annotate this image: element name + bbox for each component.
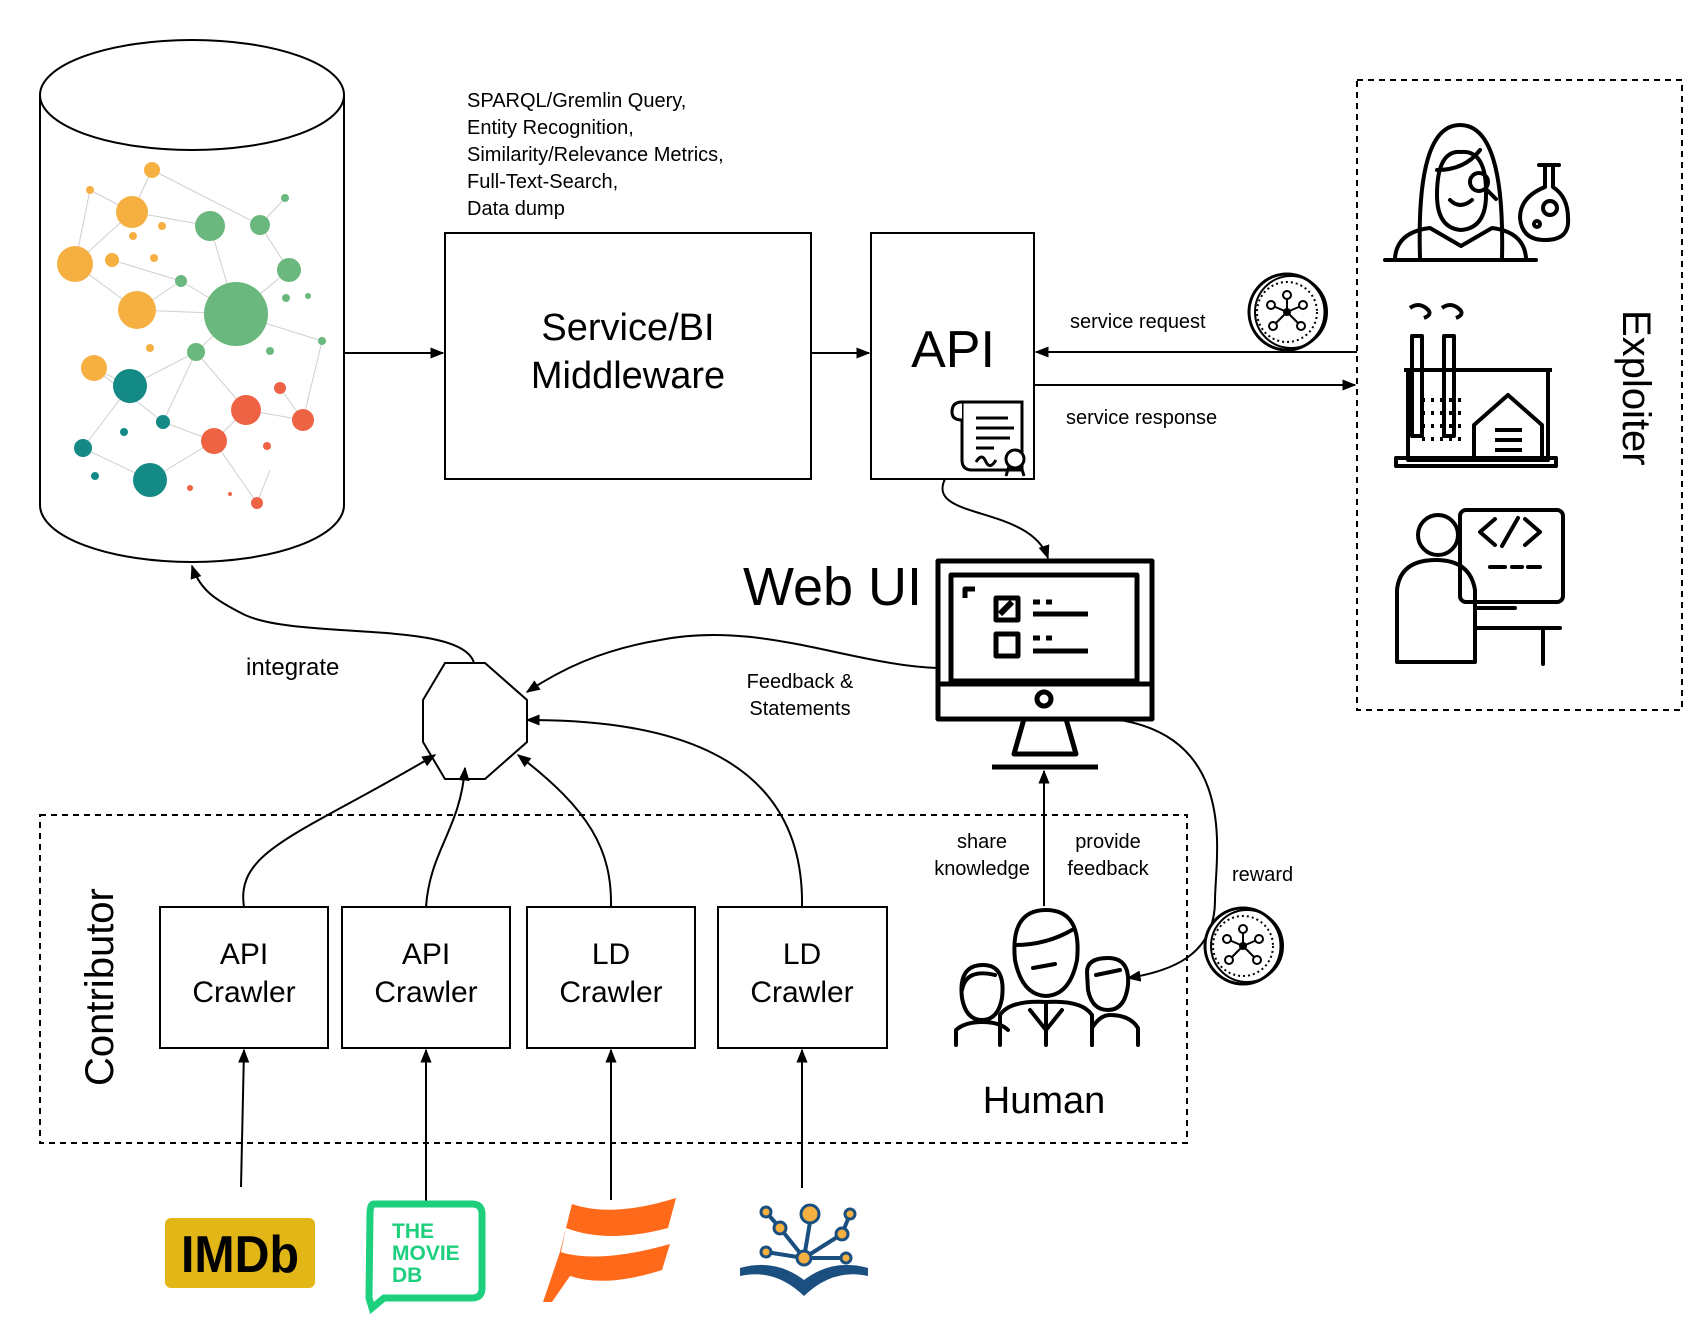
human-label: Human — [983, 1080, 1106, 1122]
svg-text:API: API — [220, 938, 268, 971]
token-coin-icon — [1247, 272, 1329, 352]
exploiter-group: Exploiter — [1356, 79, 1683, 711]
contributor-group: Contributor — [39, 814, 1188, 1144]
svg-text:feedback: feedback — [1067, 858, 1149, 880]
svg-text:Entity Recognition,: Entity Recognition, — [467, 117, 634, 139]
service-response-arrow: service response — [1034, 379, 1357, 429]
web-ui-label: Web UI — [743, 557, 922, 617]
feedback-arrow — [525, 633, 939, 693]
query-capabilities-text: SPARQL/Gremlin Query, Entity Recognition… — [467, 90, 724, 220]
integrate-label: integrate — [246, 654, 339, 681]
svg-text:Contributor: Contributor — [78, 888, 122, 1086]
svg-text:Crawler: Crawler — [750, 976, 853, 1009]
svg-text:service request: service request — [1070, 311, 1206, 333]
svg-text:LD: LD — [783, 938, 821, 971]
svg-text:API: API — [402, 938, 450, 971]
imdb-logo: IMDb — [165, 1218, 315, 1288]
factory-icon — [1394, 303, 1558, 468]
svg-text:API: API — [911, 321, 995, 379]
svg-text:LD: LD — [592, 938, 630, 971]
share-knowledge-label: share knowledge — [934, 831, 1030, 880]
provide-feedback-label: provide feedback — [1067, 831, 1149, 880]
svg-text:Crawler: Crawler — [192, 976, 295, 1009]
people-group-icon — [954, 908, 1140, 1047]
crawler-box-4: LD Crawler — [717, 906, 888, 1049]
svg-text:IMDb: IMDb — [181, 1226, 299, 1284]
reward-label: reward — [1232, 864, 1293, 886]
crawler-box-1: API Crawler — [159, 906, 329, 1049]
svg-text:Feedback &: Feedback & — [747, 671, 854, 693]
scientist-icon — [1383, 123, 1571, 262]
feedback-statements-label: Feedback & Statements — [747, 671, 854, 720]
wikidata-flag-logo — [543, 1198, 676, 1302]
developer-icon — [1395, 508, 1565, 666]
svg-text:Similarity/Relevance Metrics,: Similarity/Relevance Metrics, — [467, 144, 724, 166]
svg-text:Full-Text-Search,: Full-Text-Search, — [467, 171, 618, 193]
svg-text:SPARQL/Gremlin Query,: SPARQL/Gremlin Query, — [467, 90, 686, 112]
svg-text:service response: service response — [1066, 407, 1217, 429]
certificate-icon — [950, 400, 1026, 477]
svg-text:Crawler: Crawler — [374, 976, 477, 1009]
integrate-arrow — [190, 564, 475, 664]
knowledge-graph-database — [39, 39, 345, 563]
crawler-box-3: LD Crawler — [526, 906, 696, 1049]
svg-text:provide: provide — [1075, 831, 1141, 853]
open-library-logo — [740, 1203, 868, 1296]
reward-coin-icon — [1203, 906, 1285, 986]
reward-arrow — [1119, 719, 1219, 982]
svg-text:knowledge: knowledge — [934, 858, 1030, 880]
service-request-arrow: service request — [1034, 311, 1357, 358]
svg-text:Middleware: Middleware — [531, 355, 725, 397]
svg-text:THE: THE — [392, 1220, 434, 1243]
svg-text:MOVIE: MOVIE — [392, 1242, 460, 1265]
integration-hub-octagon — [422, 662, 528, 780]
service-bi-middleware-box: Service/BI Middleware — [444, 232, 812, 480]
svg-text:Data dump: Data dump — [467, 198, 565, 220]
svg-text:DB: DB — [392, 1264, 422, 1287]
svg-text:Service/BI: Service/BI — [541, 307, 714, 349]
tmdb-logo: THE MOVIE DB — [365, 1200, 486, 1315]
svg-text:share: share — [957, 831, 1007, 853]
svg-text:Exploiter: Exploiter — [1614, 310, 1658, 466]
crawler-to-hub-arrows — [242, 714, 804, 908]
crawler-box-2: API Crawler — [341, 906, 511, 1049]
svg-text:Crawler: Crawler — [559, 976, 662, 1009]
svg-text:Statements: Statements — [749, 698, 850, 720]
graph-nodes — [57, 162, 326, 509]
source-to-crawler-arrows — [238, 1048, 808, 1205]
api-to-webui-arrow — [941, 478, 1050, 560]
monitor-icon — [935, 558, 1155, 770]
